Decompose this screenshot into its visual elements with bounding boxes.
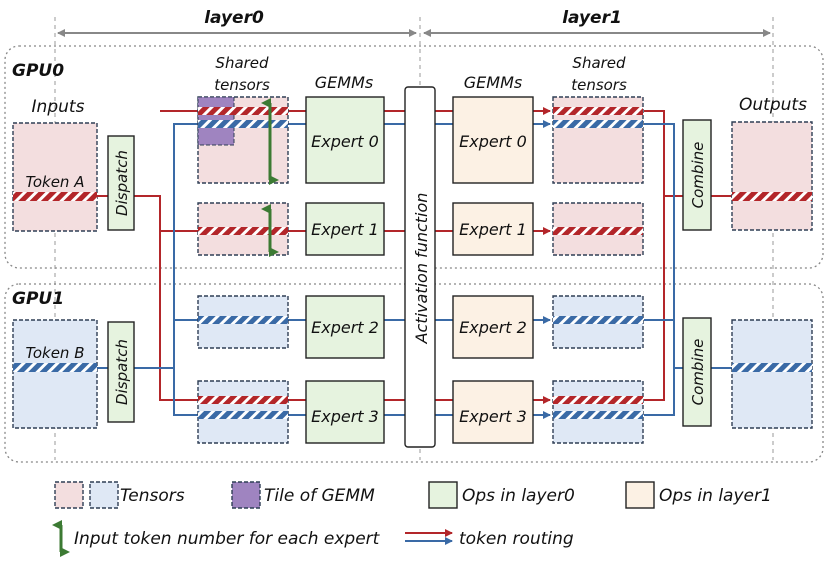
input-tensor-gpu1 (12, 319, 98, 429)
shared-tensor-l1-2 (552, 295, 644, 349)
shared-tensor-l0-1 (197, 202, 289, 256)
svg-text:Dispatch: Dispatch (113, 150, 131, 216)
expert-1-l1: Expert 1 (452, 202, 534, 256)
dispatch-gpu0: Dispatch (107, 135, 135, 231)
layer1-label: layer1 (562, 8, 622, 28)
token-a-label: Token A (26, 173, 85, 191)
legend-tensor-blue (89, 481, 119, 509)
token-b-label: Token B (26, 344, 85, 362)
legend-ops-l1 (625, 481, 655, 509)
combine-gpu0: Combine (682, 119, 712, 231)
token-a-stripe (13, 192, 97, 201)
legend-tile-label: Tile of GEMM (264, 486, 375, 506)
shared-tensor-l1-3 (552, 380, 644, 444)
expert-0-l0: Expert 0 (305, 96, 385, 184)
svg-text:Expert 2: Expert 2 (459, 318, 527, 337)
legend-ops-l0-label: Ops in layer0 (462, 486, 575, 506)
svg-text:Expert 1: Expert 1 (459, 220, 527, 239)
legend-tile (231, 481, 261, 509)
inputs-label: Inputs (32, 97, 85, 117)
shared-tensors-l0-line1: Shared (215, 54, 269, 72)
shared-tensor-l1-1 (552, 202, 644, 256)
expert-0-l1: Expert 0 (452, 96, 534, 184)
output-tensor-gpu1 (731, 319, 813, 429)
gpu1-label: GPU1 (12, 289, 64, 309)
gemms-l1-label: GEMMs (464, 73, 522, 92)
svg-text:Expert 3: Expert 3 (311, 407, 379, 426)
gpu0-label: GPU0 (12, 61, 64, 81)
legend-ops-l0 (428, 481, 458, 509)
svg-text:Dispatch: Dispatch (113, 339, 131, 405)
expert-3-l1: Expert 3 (452, 380, 534, 444)
legend: Tensors Tile of GEMM Ops in layer0 Ops i… (52, 481, 772, 557)
legend-tensors-label: Tensors (120, 486, 185, 506)
svg-text:Expert 2: Expert 2 (311, 318, 379, 337)
token-b-stripe (13, 363, 97, 372)
shared-tensor-l1-0 (552, 96, 644, 184)
legend-ops-l1-label: Ops in layer1 (659, 486, 772, 506)
expert-2-l1: Expert 2 (452, 295, 534, 359)
svg-text:Expert 0: Expert 0 (459, 132, 527, 151)
svg-text:Expert 0: Expert 0 (311, 132, 379, 151)
svg-text:Combine: Combine (689, 142, 707, 209)
gpu0-region (4, 45, 824, 269)
svg-text:Expert 3: Expert 3 (459, 407, 527, 426)
svg-text:Activation function: Activation function (412, 193, 431, 345)
shared-tensors-l1-line1: Shared (572, 54, 626, 72)
shared-tensor-l0-2 (197, 295, 289, 349)
shared-tensors-l1-line2: tensors (571, 76, 627, 94)
expert-2-l0: Expert 2 (305, 295, 385, 359)
expert-1-l0: Expert 1 (305, 202, 385, 256)
expert-3-l0: Expert 3 (305, 380, 385, 444)
legend-routing-label: token routing (459, 529, 574, 549)
legend-tensor-red (54, 481, 84, 509)
gemms-l0-label: GEMMs (315, 73, 373, 92)
outputs-label: Outputs (739, 95, 807, 115)
activation-function: Activation function (404, 86, 436, 448)
layer0-label: layer0 (204, 8, 264, 28)
legend-token-count-label: Input token number for each expert (74, 529, 381, 549)
combine-gpu1: Combine (682, 317, 712, 427)
dispatch-gpu1: Dispatch (107, 321, 135, 423)
svg-text:Expert 1: Expert 1 (311, 220, 379, 239)
shared-tensor-l0-0 (197, 96, 289, 184)
shared-tensor-l0-3 (197, 380, 289, 444)
output-tensor-gpu0 (731, 121, 813, 231)
input-tensor-gpu0 (12, 122, 98, 232)
shared-tensors-l0-line2: tensors (214, 76, 270, 94)
svg-text:Combine: Combine (689, 339, 707, 406)
